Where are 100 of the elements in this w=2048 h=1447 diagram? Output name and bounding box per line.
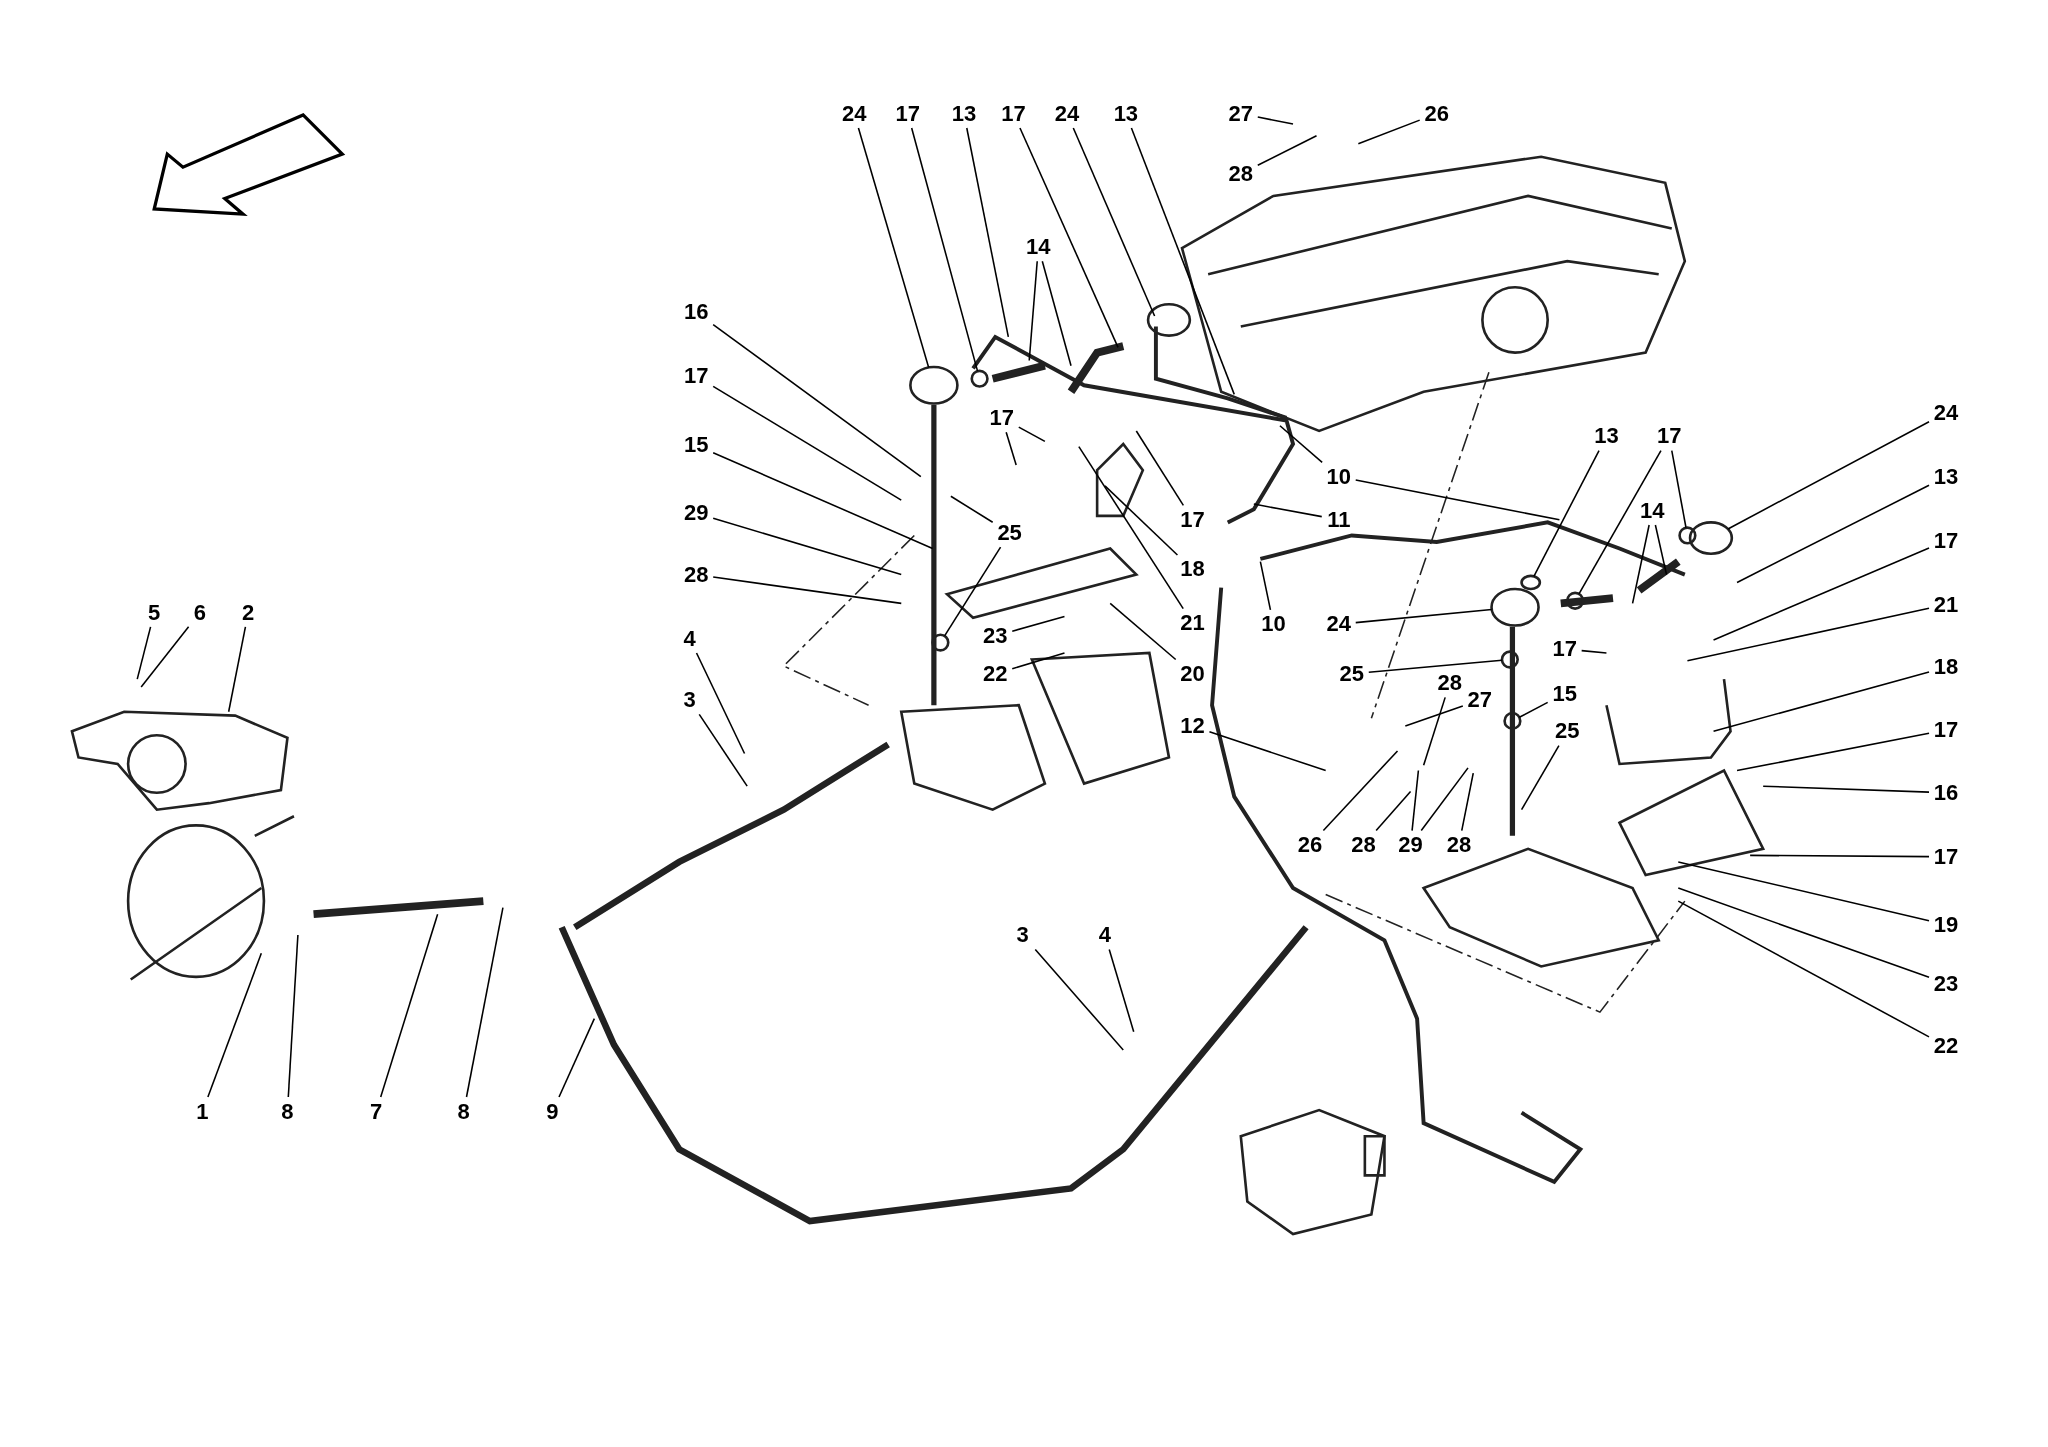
callout-number: 28 (1446, 833, 1472, 858)
leader-line (1253, 503, 1323, 518)
callout-number: 9 (546, 1099, 559, 1124)
leader-line (1420, 767, 1469, 832)
leader-line (1005, 431, 1017, 466)
leader-line (207, 952, 263, 1098)
callout-number: 25 (1555, 719, 1580, 744)
leader-line (1677, 861, 1930, 922)
callout-number: 17 (989, 405, 1014, 430)
leader-line (1078, 445, 1184, 610)
leader-line (1011, 652, 1066, 670)
leader-line (712, 517, 903, 576)
callout-number: 21 (1933, 592, 1959, 617)
leader-line (1208, 731, 1327, 772)
callout-number: 17 (1933, 718, 1959, 743)
callout-number: 3 (1016, 923, 1029, 948)
callout-number: 10 (1261, 612, 1286, 637)
callout-number: 17 (1552, 637, 1577, 662)
leader-line (1727, 420, 1930, 530)
callout-number: 24 (841, 101, 867, 126)
leader-line (1072, 127, 1156, 317)
leader-line (1736, 732, 1930, 772)
callout-number: 15 (1552, 681, 1577, 706)
leader-line (1357, 119, 1421, 145)
callout-number: 13 (1933, 464, 1959, 489)
callout-number: 5 (148, 600, 161, 625)
leader-line (1279, 424, 1323, 464)
callout-number: 19 (1933, 912, 1959, 937)
leader-line (136, 626, 152, 680)
callout-number: 20 (1180, 661, 1205, 686)
leader-line (1257, 116, 1294, 125)
leader-line (1422, 696, 1446, 767)
callout-number: 27 (1228, 101, 1254, 126)
leader-line (379, 913, 439, 1098)
callout-number: 17 (895, 101, 920, 126)
callout-number: 6 (193, 600, 206, 625)
callout-number: 15 (683, 433, 709, 458)
leader-line (1028, 260, 1038, 362)
callout-number: 2 (242, 600, 255, 625)
callout-number: 21 (1180, 611, 1205, 635)
leader-line (558, 1017, 596, 1098)
leader-line (465, 906, 504, 1098)
hose-drawing (1520, 574, 1542, 591)
leader-line (1354, 479, 1561, 521)
leader-line (950, 495, 994, 524)
leader-line (1354, 608, 1493, 624)
clamp-drawing (1500, 650, 1519, 669)
leader-line (712, 385, 903, 501)
leader-line (1322, 750, 1399, 832)
callout-number: 18 (1933, 655, 1959, 680)
callout-number: 23 (1933, 971, 1959, 996)
callout-number: 16 (1933, 780, 1959, 805)
leader-line (712, 576, 903, 605)
leader-line (1259, 560, 1272, 611)
callout-number: 18 (1180, 557, 1205, 582)
leader-line (1375, 790, 1412, 832)
leader-line (1104, 485, 1179, 556)
leader-line (1520, 744, 1560, 811)
callout-number: 26 (1424, 101, 1449, 126)
callout-number: 28 (1437, 671, 1462, 696)
leader-line (227, 626, 247, 713)
leader-line (698, 713, 748, 787)
callout-number: 17 (1933, 844, 1959, 869)
callout-number: 22 (983, 661, 1008, 686)
leader-line (966, 127, 1010, 338)
leader-line (1677, 900, 1930, 1038)
leader-line (1404, 705, 1464, 727)
leader-line (1654, 524, 1668, 576)
callout-number: 24 (1933, 400, 1959, 425)
callout-number: 8 (281, 1099, 294, 1124)
leader-line (712, 323, 922, 478)
callout-number: 8 (457, 1099, 470, 1124)
callout-number: 22 (1933, 1034, 1959, 1059)
valve-drawing (909, 365, 959, 405)
leader-line (1518, 701, 1549, 719)
callout-number: 28 (683, 562, 709, 587)
leader-line (1736, 484, 1930, 584)
callout-number: 17 (1001, 101, 1026, 126)
leader-line (1368, 659, 1503, 674)
clamp-drawing (1565, 591, 1585, 610)
leader-line (1460, 772, 1475, 832)
callout-number: 26 (1297, 833, 1323, 858)
leader-line (1135, 430, 1185, 507)
leader-line (943, 546, 1002, 637)
callout-number: 1 (196, 1099, 209, 1124)
leader-line (695, 652, 746, 755)
leader-line (1257, 135, 1318, 166)
leader-line (857, 127, 930, 369)
leader-line (1411, 769, 1420, 832)
callout-number: 27 (1467, 688, 1493, 713)
callout-number: 24 (1054, 101, 1080, 126)
leader-line (712, 451, 934, 550)
callout-number: 17 (1933, 528, 1959, 553)
clamp-drawing (931, 633, 950, 652)
valve-drawing (1490, 587, 1540, 627)
callout-number: 16 (683, 300, 709, 325)
leader-line (1018, 426, 1046, 443)
callout-number: 17 (1657, 424, 1682, 449)
callout-number: 29 (683, 501, 709, 526)
callout-number: 12 (1180, 714, 1205, 739)
